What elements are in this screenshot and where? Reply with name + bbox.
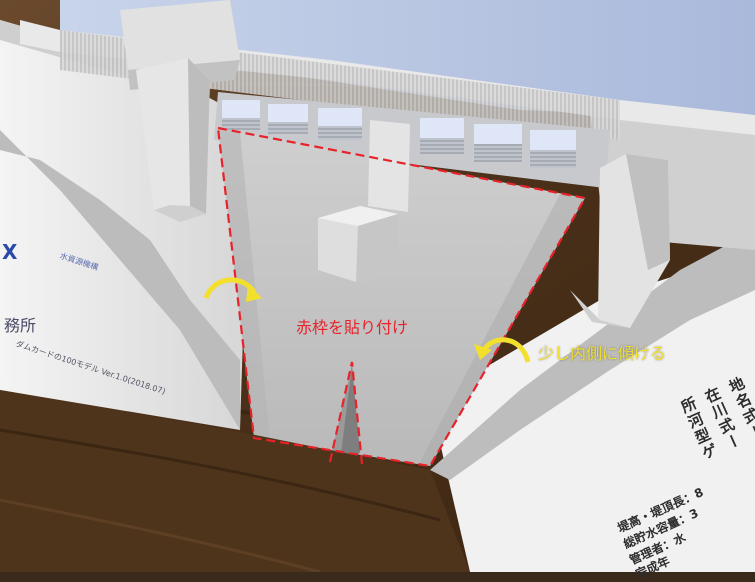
curved-arrow-icon: [474, 337, 531, 363]
spillway-outline: [328, 361, 364, 465]
tilt-inward-label: 少し内側に傾ける: [538, 344, 667, 363]
paste-red-frame-label: 赤枠を貼り付け: [296, 318, 409, 337]
office-name-fragment: 務所: [4, 316, 37, 335]
curved-arrow-icon: [203, 277, 262, 302]
logo-letter: X: [2, 240, 18, 264]
